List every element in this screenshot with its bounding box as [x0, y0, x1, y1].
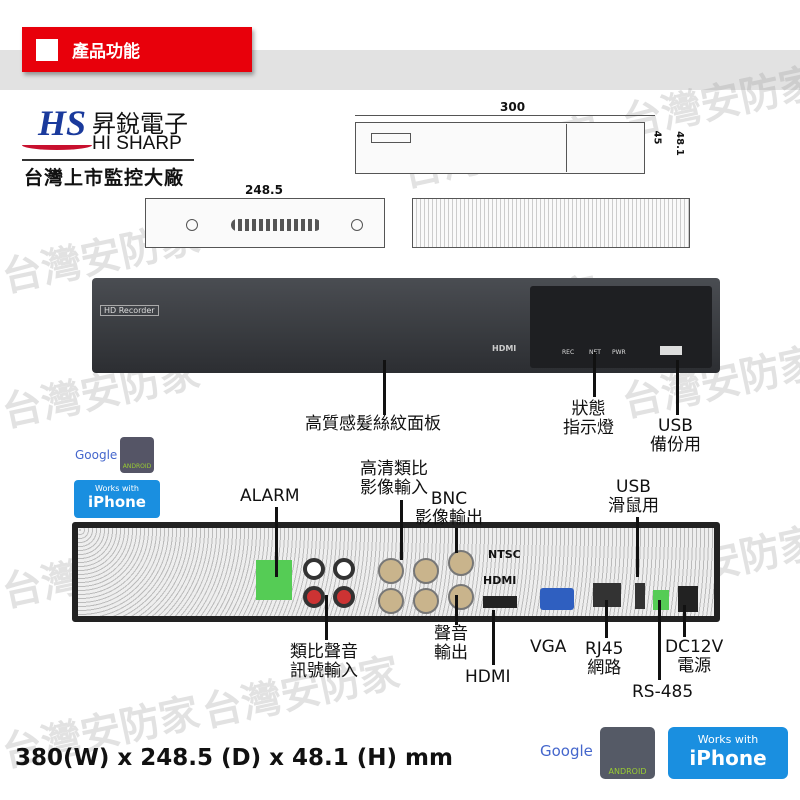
ntsc-label: NTSC — [488, 548, 521, 561]
front-panel-photo: HD Recorder HDMI REC NET PWR — [92, 278, 720, 373]
brand-name-en: HI SHARP — [92, 133, 182, 154]
rs485-terminal — [653, 590, 669, 610]
hdmi-mark-rear: HDMI — [483, 574, 517, 587]
height-inner-dim: 45 — [651, 130, 663, 145]
side-view-drawing — [145, 198, 385, 248]
depth-dim: 248.5 — [245, 183, 283, 197]
square-icon — [36, 38, 58, 61]
label-hd-video-in: 高清類比影像輸入 — [360, 459, 428, 498]
vga-port — [540, 588, 574, 610]
label-rs485: RS-485 — [632, 682, 694, 702]
google-logo: Google — [75, 448, 118, 462]
top-view-drawing — [355, 122, 645, 174]
android-logo-large: ANDROID — [600, 727, 655, 779]
label-status: 狀態指示燈 — [563, 399, 614, 438]
dimensions-spec: 380(W) x 248.5 (D) x 48.1 (H) mm — [15, 745, 453, 771]
dc-jack — [678, 586, 698, 612]
section-header: 產品功能 — [22, 27, 252, 72]
led-rec: REC — [562, 349, 575, 356]
swoosh-icon — [22, 140, 92, 150]
led-pwr: PWR — [612, 349, 626, 356]
hd-recorder-badge: HD Recorder — [100, 305, 159, 316]
alarm-terminal — [256, 560, 292, 600]
hdmi-port — [483, 596, 517, 608]
section-title: 產品功能 — [72, 42, 140, 62]
label-alarm: ALARM — [240, 486, 300, 506]
label-panel: 高質感髮絲紋面板 — [305, 414, 441, 434]
usb-port-front — [660, 346, 682, 355]
brand-name-cn: 昇銳電子 — [92, 110, 188, 138]
hdmi-mark: HDMI — [492, 344, 517, 353]
width-dim: 300 — [500, 100, 526, 114]
height-outer-dim: 48.1 — [673, 131, 685, 156]
brand-logo: HS 昇銳電子 HI SHARP 台灣上市監控大廠 — [20, 100, 200, 190]
rear-panel-photo: NTSC HDMI — [72, 522, 720, 622]
android-logo: ANDROID — [120, 437, 154, 473]
hs-logo: HS — [38, 103, 87, 143]
label-hdmi: HDMI — [465, 667, 511, 687]
label-audio-in: 類比聲音訊號輸入 — [290, 642, 358, 681]
usb-port-rear — [635, 583, 645, 609]
label-audio-out: 聲音輸出 — [434, 624, 468, 663]
rear-view-drawing — [412, 198, 690, 248]
label-vga: VGA — [530, 637, 567, 657]
google-logo-large: Google — [540, 742, 593, 760]
brand-tagline: 台灣上市監控大廠 — [24, 167, 185, 189]
